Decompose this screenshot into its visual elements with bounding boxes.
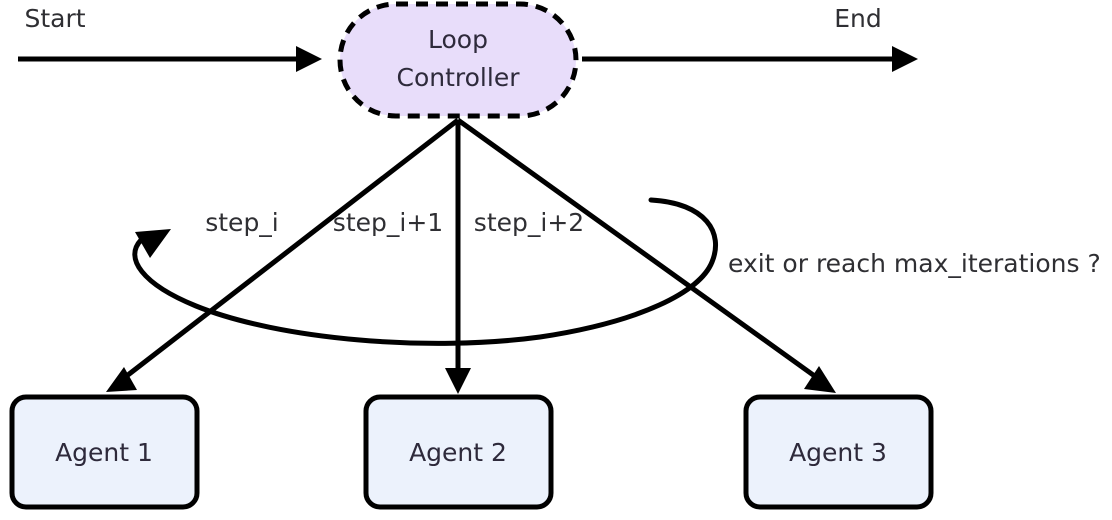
end-label: End bbox=[834, 4, 882, 33]
agent-2-label: Agent 2 bbox=[409, 438, 507, 467]
edge-controller-to-agent-3 bbox=[456, 117, 836, 393]
feedback-loop-curve bbox=[132, 197, 718, 346]
node-agent-2[interactable]: Agent 2 bbox=[363, 394, 554, 510]
loop-controller-label-line2: Controller bbox=[397, 63, 521, 92]
edge-agent-3-line bbox=[456, 117, 818, 380]
edge-agent-1-arrow-head-icon bbox=[106, 367, 137, 392]
agent-2-shape[interactable] bbox=[363, 394, 554, 510]
node-agent-3[interactable]: Agent 3 bbox=[743, 394, 934, 510]
edge-agent-3-arrow-head-icon bbox=[804, 366, 836, 393]
agent-3-label: Agent 3 bbox=[789, 438, 887, 467]
agent-3-shape[interactable] bbox=[743, 394, 934, 510]
feedback-loop-edge bbox=[132, 197, 718, 346]
edge-controller-to-agent-1 bbox=[106, 118, 460, 392]
edge-label-step-i: step_i bbox=[205, 208, 279, 237]
edge-label-feedback-condition: exit or reach max_iterations ? bbox=[728, 249, 1101, 278]
agent-1-label: Agent 1 bbox=[55, 438, 153, 467]
node-agent-1[interactable]: Agent 1 bbox=[9, 394, 200, 510]
loop-controller-shape[interactable] bbox=[337, 1, 579, 119]
edge-controller-to-agent-2 bbox=[445, 120, 471, 394]
loop-controller-label-line1: Loop bbox=[428, 25, 488, 54]
edge-label-step-i-plus-2: step_i+2 bbox=[474, 208, 584, 237]
end-arrow-head-icon bbox=[892, 46, 918, 72]
edge-label-step-i-plus-1: step_i+1 bbox=[333, 208, 443, 237]
edge-agent-1-line bbox=[122, 118, 460, 380]
start-arrow-head-icon bbox=[296, 46, 322, 72]
start-edge bbox=[18, 46, 322, 72]
node-loop-controller[interactable]: Loop Controller bbox=[337, 1, 579, 119]
start-label: Start bbox=[24, 4, 85, 33]
edge-agent-2-arrow-head-icon bbox=[445, 368, 471, 394]
end-edge bbox=[582, 46, 918, 72]
feedback-loop-arrow-head-icon bbox=[135, 229, 171, 258]
agent-1-shape[interactable] bbox=[9, 394, 200, 510]
